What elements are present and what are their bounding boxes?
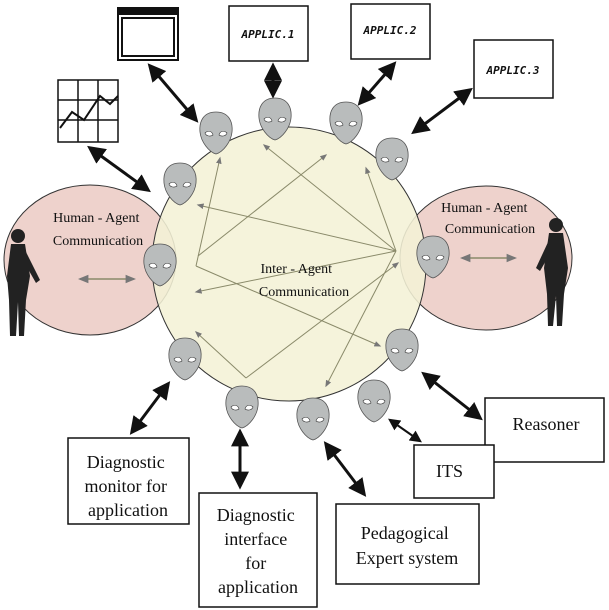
agent-head-icon bbox=[168, 337, 202, 381]
window-icon bbox=[117, 7, 179, 61]
svg-text:Reasoner: Reasoner bbox=[513, 414, 580, 434]
svg-text:Diagnostic interface: Diagnostic interface for application bbox=[217, 505, 300, 597]
chart-icon bbox=[57, 79, 119, 143]
svg-text:APPLIC.3: APPLIC.3 bbox=[486, 64, 540, 77]
svg-text:APPLIC.1: APPLIC.1 bbox=[241, 28, 295, 41]
inter-agent-arrows bbox=[194, 144, 400, 388]
svg-text:APPLIC.2: APPLIC.2 bbox=[363, 24, 417, 37]
svg-text:Diagnostic monitor for: Diagnostic monitor for application bbox=[85, 452, 172, 520]
connector-applic-2 bbox=[357, 61, 397, 106]
connector-its bbox=[388, 418, 422, 443]
connector-applic-3 bbox=[411, 87, 473, 135]
its-box: ITS bbox=[413, 444, 495, 499]
connector-chart bbox=[87, 145, 151, 193]
connector-window bbox=[147, 63, 199, 123]
human-figure-icon bbox=[7, 229, 40, 336]
svg-text:Pedagogical Expert syste: Pedagogical Expert system bbox=[356, 523, 458, 568]
pedagogical-expert-box: Pedagogical Expert system bbox=[335, 503, 480, 585]
connector-pedagogical bbox=[323, 441, 367, 497]
applic-2-box: APPLIC.2 bbox=[350, 3, 431, 60]
human-agent-label-right: Human - Agent Communication bbox=[441, 201, 535, 237]
agent-head-icon bbox=[357, 379, 391, 423]
diagnostic-interface-box: Diagnostic interface for application bbox=[198, 492, 318, 608]
connector-reasoner bbox=[421, 371, 483, 421]
connector-diag-monitor bbox=[129, 381, 171, 435]
human-agent-label-left: Human - Agent Communication bbox=[53, 211, 143, 249]
applic-1-box: APPLIC.1 bbox=[228, 5, 309, 62]
diagnostic-monitor-box: Diagnostic monitor for application bbox=[67, 437, 190, 525]
agent-head-icon bbox=[296, 397, 330, 441]
agent-head-icon bbox=[385, 328, 419, 372]
inter-agent-label: Inter - Agent Communication bbox=[259, 262, 349, 300]
reasoner-box: Reasoner bbox=[484, 397, 605, 463]
connector-arrows bbox=[87, 61, 483, 497]
applic-3-box: APPLIC.3 bbox=[473, 39, 554, 99]
agent-head-icon bbox=[225, 385, 259, 429]
human-figure-icon bbox=[536, 218, 568, 326]
svg-text:ITS: ITS bbox=[436, 461, 463, 481]
